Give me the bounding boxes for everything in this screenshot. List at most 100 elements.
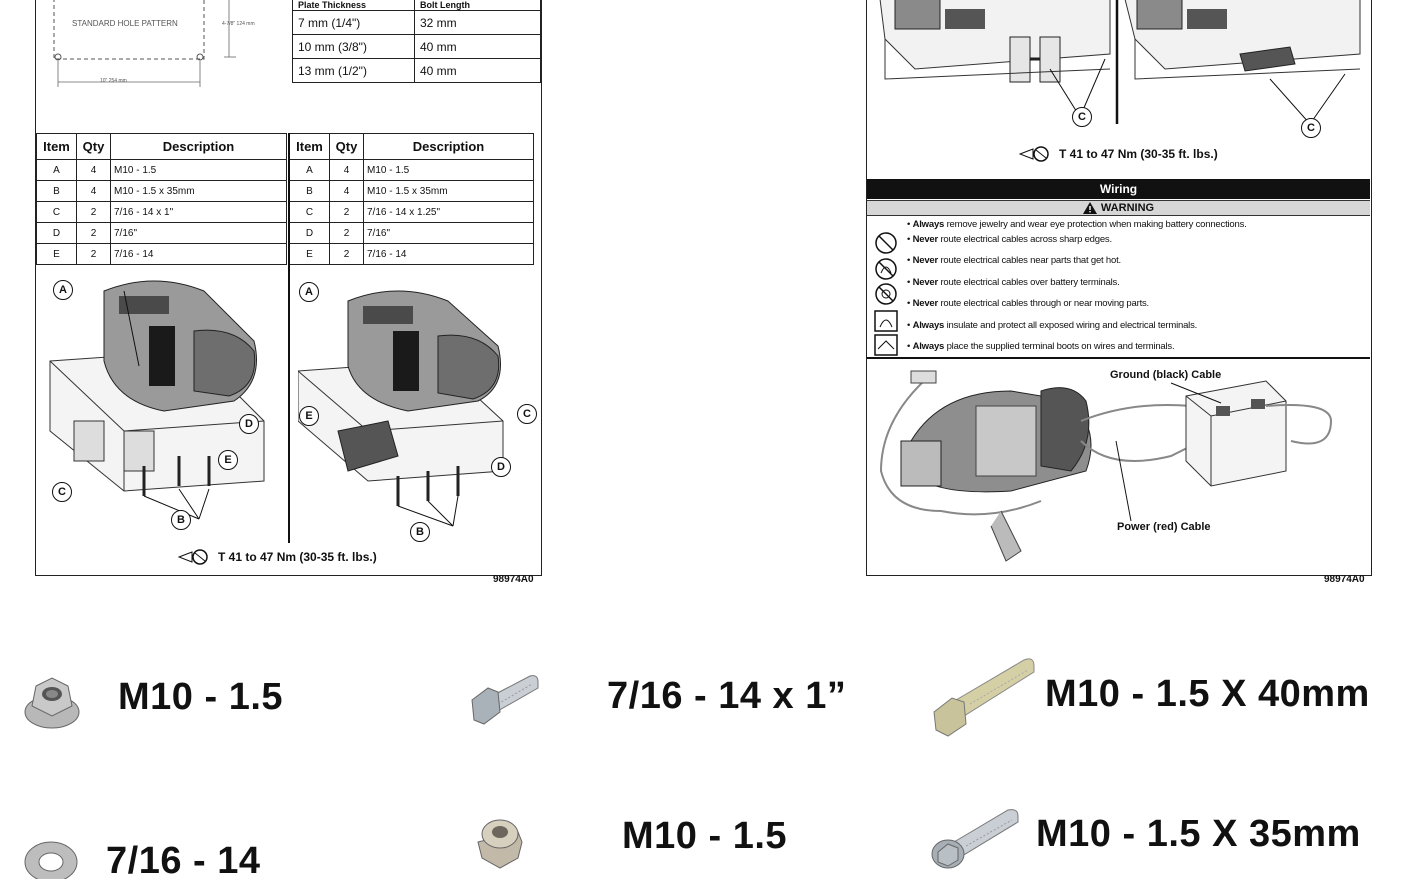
warning-text: route electrical cables over battery ter… (940, 277, 1120, 288)
power-cable-label: Power (red) Cable (1117, 521, 1211, 533)
warning-text: insulate and protect all exposed wiring … (946, 320, 1198, 331)
warning-lead: Always (912, 219, 945, 230)
description-cell: M10 - 1.5 (110, 159, 287, 181)
warning-item: • Never route electrical cables near par… (907, 255, 1121, 266)
qty-cell: 2 (76, 243, 111, 265)
callout-d: D (239, 414, 259, 434)
table-divider (288, 133, 290, 543)
bolt-length-header: Bolt Length (414, 0, 541, 11)
qty-cell: 4 (76, 159, 111, 181)
wiring-title-text: Wiring (1099, 182, 1138, 196)
warning-lead: Always (912, 320, 945, 331)
callout-d: D (491, 457, 511, 477)
hole-pattern-label: STANDARD HOLE PATTERN (72, 19, 178, 28)
thickness-cell: 7 mm (1/4") (292, 10, 415, 35)
winch-mount-illustration-right (298, 290, 504, 527)
item-cell: D (289, 222, 330, 244)
insulate-wiring-icon (874, 310, 898, 332)
callout-c: C (1301, 118, 1321, 138)
description-cell: 7/16 - 14 x 1.25" (363, 201, 534, 223)
qty-cell: 2 (76, 201, 111, 223)
warning-triangle-icon (1082, 202, 1097, 214)
ground-cable-label: Ground (black) Cable (1110, 369, 1222, 381)
item-header: Item (289, 133, 330, 160)
callout-a: A (53, 280, 73, 300)
legend-label: M10 - 1.5 X 40mm (1045, 673, 1370, 715)
wiring-illustration (879, 370, 1333, 562)
torque-wrench-icon (1019, 146, 1049, 162)
flange-nut-icon (24, 677, 80, 729)
long-bolt-icon (933, 658, 1035, 737)
item-cell: A (36, 159, 77, 181)
torque-text: T 41 to 47 Nm (30-35 ft. lbs.) (218, 550, 377, 564)
item-cell: E (36, 243, 77, 265)
terminal-boot-icon (874, 334, 898, 356)
callout-b: B (171, 510, 191, 530)
item-cell: B (36, 180, 77, 202)
qty-cell: 2 (329, 201, 364, 223)
description-header: Description (110, 133, 287, 160)
legend-label: M10 - 1.5 X 35mm (1036, 813, 1361, 855)
legend-label: 7/16 - 14 x 1” (607, 675, 847, 717)
no-moving-parts-icon (875, 283, 897, 305)
callout-c: C (52, 482, 72, 502)
no-hot-parts-icon (875, 258, 897, 280)
item-cell: E (289, 243, 330, 265)
plate-thickness-table: Plate Thickness Bolt Length 7 mm (1/4") … (292, 0, 541, 83)
warning-text: route electrical cables through or near … (940, 298, 1149, 309)
warning-text: place the supplied terminal boots on wir… (946, 341, 1175, 352)
item-cell: D (36, 222, 77, 244)
callout-b: B (410, 522, 430, 542)
description-header: Description (363, 133, 534, 160)
section-divider (867, 357, 1370, 359)
bolt-length-cell: 40 mm (414, 34, 541, 59)
qty-cell: 2 (76, 222, 111, 244)
callout-e: E (218, 450, 238, 470)
warning-item: • Never route electrical cables through … (907, 298, 1149, 309)
no-jewelry-icon (875, 232, 897, 254)
item-cell: C (289, 201, 330, 223)
dimension-vertical: 4-7/8" 124 mm (222, 21, 255, 27)
qty-cell: 2 (329, 222, 364, 244)
document-id: 98974A0 (493, 574, 534, 585)
short-bolt-icon (471, 675, 539, 725)
item-cell: B (289, 180, 330, 202)
item-cell: A (289, 159, 330, 181)
warning-lead: Always (912, 341, 945, 352)
flange-bolt-icon (931, 809, 1019, 869)
description-cell: 7/16 - 14 (363, 243, 534, 265)
callout-c: C (1072, 107, 1092, 127)
bolt-length-cell: 40 mm (414, 58, 541, 83)
thickness-header: Plate Thickness (292, 0, 415, 11)
thickness-cell: 13 mm (1/2") (292, 58, 415, 83)
torque-spec: T 41 to 47 Nm (30-35 ft. lbs.) (178, 548, 377, 566)
warning-lead: Never (912, 298, 939, 309)
warning-item: • Always place the supplied terminal boo… (907, 341, 1175, 352)
warning-lead: Never (912, 255, 939, 266)
callout-c: C (517, 404, 537, 424)
description-cell: M10 - 1.5 x 35mm (110, 180, 287, 202)
legend-label: M10 - 1.5 (622, 815, 788, 857)
washer-icon (24, 841, 78, 879)
warning-lead: Never (912, 277, 939, 288)
legend-label: 7/16 - 14 (106, 840, 261, 879)
warning-text: remove jewelry and wear eye protection w… (946, 219, 1247, 230)
warning-item: • Never route electrical cables across s… (907, 234, 1112, 245)
description-cell: 7/16" (363, 222, 534, 244)
bolt-length-cell: 32 mm (414, 10, 541, 35)
qty-cell: 4 (76, 180, 111, 202)
warning-text: route electrical cables near parts that … (940, 255, 1121, 266)
description-cell: 7/16 - 14 x 1" (110, 201, 287, 223)
winch-mount-illustration-left (49, 280, 265, 520)
right-instruction-sheet: C C T 41 to 47 Nm (30-35 ft. lbs.) Wirin… (866, 0, 1372, 576)
warning-lead: Never (912, 234, 939, 245)
warning-banner: WARNING (867, 200, 1370, 216)
description-cell: M10 - 1.5 (363, 159, 534, 181)
warning-text: route electrical cables across sharp edg… (940, 234, 1112, 245)
left-instruction-sheet: STANDARD HOLE PATTERN 4-7/8" 124 mm 10" … (35, 0, 542, 576)
qty-header: Qty (329, 133, 364, 160)
torque-wrench-icon (178, 549, 208, 565)
warning-item: • Always remove jewelry and wear eye pro… (907, 219, 1247, 230)
hole-pattern-diagram (53, 0, 236, 87)
